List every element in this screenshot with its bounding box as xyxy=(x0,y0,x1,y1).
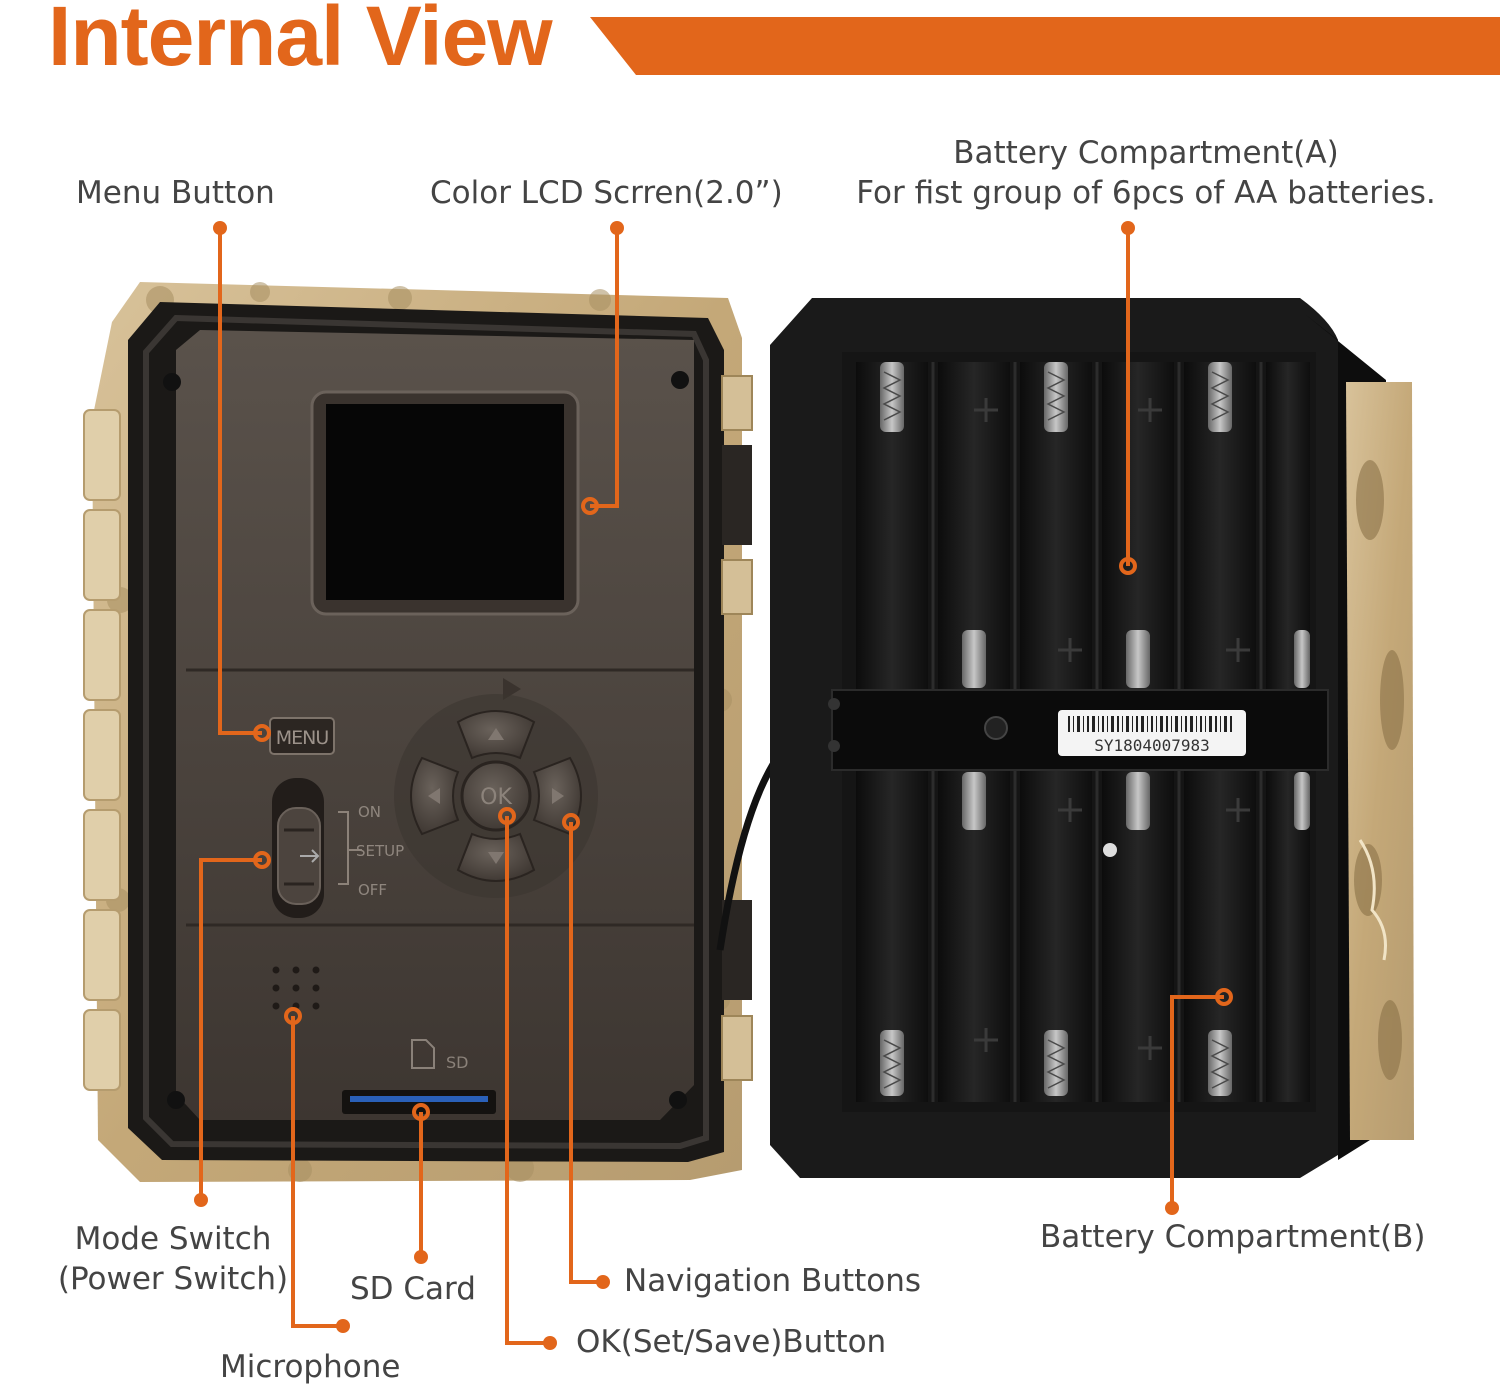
title-banner xyxy=(590,17,1500,75)
play-icon xyxy=(503,678,521,700)
switch-setup-label: SETUP xyxy=(356,842,404,860)
ok-key-label: OK xyxy=(480,785,512,810)
lcd-screen-label: Color LCD Scrren(2.0”) xyxy=(430,175,783,211)
sd-mark-label: SD xyxy=(446,1053,468,1072)
battery-b-label: Battery Compartment(B) xyxy=(1040,1219,1426,1255)
menu-key[interactable]: MENU xyxy=(269,717,335,755)
navigation-buttons-label: Navigation Buttons xyxy=(624,1263,922,1299)
mode-switch[interactable]: ON SETUP OFF xyxy=(272,778,404,918)
battery-a-note: For fist group of 6pcs of AA batteries. xyxy=(856,174,1436,211)
battery-a-label: Battery Compartment(A) For fist group of… xyxy=(846,134,1446,213)
sd-slot[interactable]: SD xyxy=(342,1039,496,1114)
callout-rings xyxy=(253,497,1233,1121)
page-title: Internal View xyxy=(48,0,553,83)
menu-key-label: MENU xyxy=(276,727,329,749)
serial-label xyxy=(1058,710,1246,756)
navigation-pad: OK xyxy=(394,678,598,898)
switch-on-label: ON xyxy=(358,803,381,821)
mode-switch-subtitle: (Power Switch) xyxy=(57,1260,289,1297)
callout-dots xyxy=(194,221,1179,1350)
battery-case: SY1804007983 xyxy=(770,298,1414,1178)
lcd-screen xyxy=(310,390,580,616)
mode-switch-title: Mode Switch xyxy=(74,1221,272,1257)
battery-a-title: Battery Compartment(A) xyxy=(953,135,1339,171)
barcode xyxy=(1068,716,1232,732)
serial-number: SY1804007983 xyxy=(1094,736,1210,755)
sd-card-label: SD Card xyxy=(350,1271,476,1307)
ok-button-label: OK(Set/Save)Button xyxy=(576,1324,887,1360)
menu-button-label: Menu Button xyxy=(76,175,275,211)
microphone-label: Microphone xyxy=(220,1349,401,1385)
sd-card-icon xyxy=(411,1039,435,1069)
switch-off-label: OFF xyxy=(358,881,387,899)
mode-switch-label: Mode Switch (Power Switch) xyxy=(48,1220,298,1299)
callout-leaders xyxy=(199,228,1224,1345)
